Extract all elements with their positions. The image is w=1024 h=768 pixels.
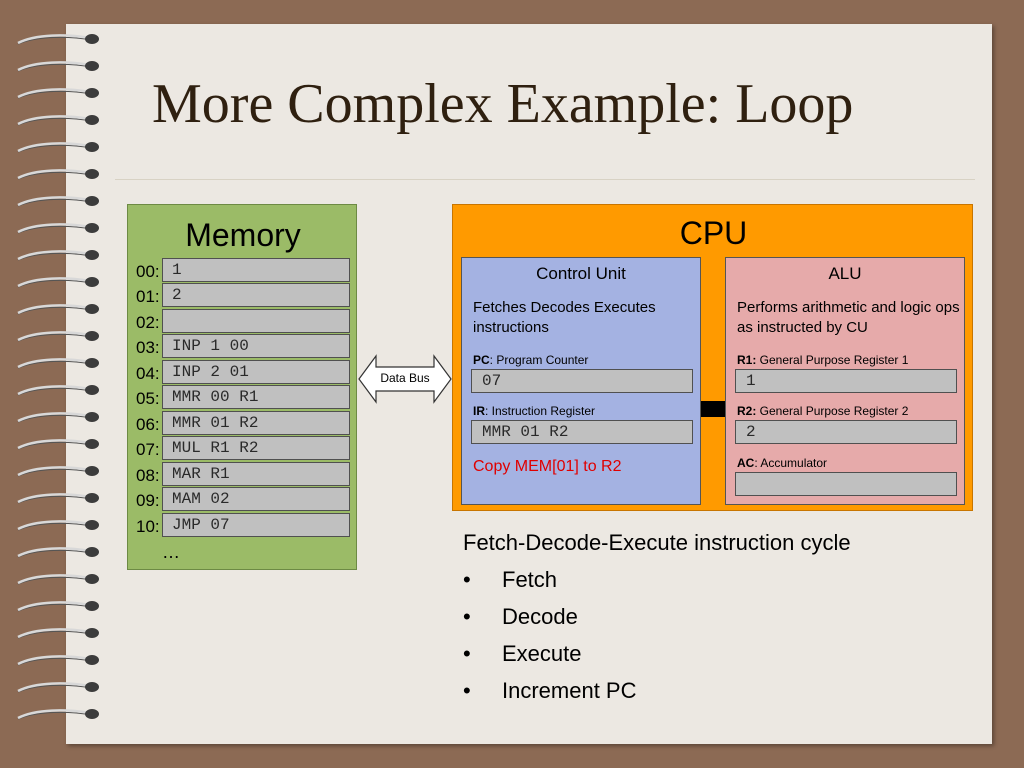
spiral-ring-icon: [17, 601, 99, 612]
ir-register: MMR 01 R2: [471, 420, 693, 444]
slide-title: More Complex Example: Loop: [152, 73, 854, 135]
spiral-ring-icon: [17, 61, 99, 72]
spiral-ring-icon: [17, 358, 99, 369]
memory-cell: [162, 309, 350, 333]
memory-address: 00:: [136, 262, 160, 281]
memory-cell: MAM 02: [162, 487, 350, 511]
r1-label: R1: General Purpose Register 1: [737, 353, 908, 367]
list-item-text: Execute: [502, 641, 582, 666]
memory-panel: Memory 00: 1 01: 2 02: 03: INP 1 00 04: …: [127, 204, 357, 570]
spiral-ring-icon: [17, 34, 99, 45]
spiral-ring-icon: [17, 520, 99, 531]
spiral-ring-icon: [17, 628, 99, 639]
spiral-ring-icon: [17, 439, 99, 450]
spiral-ring-icon: [17, 385, 99, 396]
memory-address: 03:: [136, 338, 160, 357]
spiral-ring-icon: [17, 169, 99, 180]
memory-cell: 2: [162, 283, 350, 307]
memory-address: 05:: [136, 389, 160, 408]
memory-cell: MMR 01 R2: [162, 411, 350, 435]
spiral-ring-icon: [17, 223, 99, 234]
spiral-ring-icon: [17, 115, 99, 126]
cpu-panel: CPU Control Unit Fetches Decodes Execute…: [452, 204, 973, 511]
data-bus-label: Data Bus: [380, 371, 430, 385]
memory-cell: MAR R1: [162, 462, 350, 486]
alu-description: Performs arithmetic and logic ops as ins…: [737, 299, 960, 336]
spiral-ring-icon: [17, 277, 99, 288]
bullet: •: [463, 641, 471, 666]
spiral-ring-icon: [17, 493, 99, 504]
r1-abbr: R1:: [737, 353, 757, 367]
alu-unit: ALU Performs arithmetic and logic ops as…: [725, 257, 965, 505]
r2-abbr: R2:: [737, 404, 757, 418]
spiral-ring-icon: [17, 655, 99, 666]
r1-label-text: General Purpose Register 1: [756, 353, 909, 367]
memory-address: 04:: [136, 364, 160, 383]
current-instruction-note: Copy MEM[01] to R2: [473, 458, 622, 475]
r2-register: 2: [735, 420, 957, 444]
memory-address: 01:: [136, 287, 160, 306]
pc-label-text: : Program Counter: [489, 353, 589, 367]
memory-title: Memory: [185, 217, 301, 253]
spiral-ring-icon: [17, 547, 99, 558]
spiral-ring-icon: [17, 88, 99, 99]
ir-abbr: IR: [473, 404, 485, 418]
r2-label: R2: General Purpose Register 2: [737, 404, 908, 418]
control-unit-title: Control Unit: [536, 264, 626, 283]
ac-register: [735, 472, 957, 496]
spiral-ring-icon: [17, 682, 99, 693]
memory-cell: INP 2 01: [162, 360, 350, 384]
title-divider: [115, 179, 975, 180]
ac-abbr: AC: [737, 456, 755, 470]
memory-cell: INP 1 00: [162, 334, 350, 358]
spiral-ring-icon: [17, 304, 99, 315]
memory-address: 09:: [136, 491, 160, 510]
ac-label-text: : Accumulator: [754, 456, 828, 470]
spiral-ring-icon: [17, 331, 99, 342]
memory-cell: MUL R1 R2: [162, 436, 350, 460]
spiral-ring-icon: [17, 142, 99, 153]
control-unit: Control Unit Fetches Decodes Executes in…: [461, 257, 701, 505]
bullet: •: [463, 604, 471, 629]
spiral-ring-icon: [17, 412, 99, 423]
ac-label: AC: Accumulator: [737, 456, 827, 470]
memory-address: 06:: [136, 415, 160, 434]
spiral-ring-icon: [17, 466, 99, 477]
cu-alu-connector: [701, 401, 725, 417]
memory-ellipsis: …: [162, 542, 180, 562]
pc-register: 07: [471, 369, 693, 393]
ir-label: IR: Instruction Register: [473, 404, 595, 418]
r1-register: 1: [735, 369, 957, 393]
memory-address: 02:: [136, 313, 160, 332]
bullet: •: [463, 567, 471, 592]
double-arrow-icon: [358, 354, 452, 404]
r2-label-text: General Purpose Register 2: [756, 404, 909, 418]
bullet: •: [463, 678, 471, 703]
memory-cell: JMP 07: [162, 513, 350, 537]
memory-address: 07:: [136, 440, 160, 459]
control-unit-description: Fetches Decodes Executes instructions: [473, 299, 656, 336]
spiral-ring-icon: [17, 574, 99, 585]
list-item-text: Increment PC: [502, 678, 637, 703]
memory-address: 08:: [136, 466, 160, 485]
list-item-text: Decode: [502, 604, 578, 629]
alu-title: ALU: [828, 264, 862, 283]
memory-cell: MMR 00 R1: [162, 385, 350, 409]
spiral-ring-icon: [17, 250, 99, 261]
list-item-text: Fetch: [502, 567, 558, 592]
cpu-title: CPU: [679, 215, 748, 251]
memory-address: 10:: [136, 517, 160, 536]
pc-label: PC: Program Counter: [473, 353, 588, 367]
spiral-ring-icon: [17, 709, 99, 720]
cycle-title: Fetch-Decode-Execute instruction cycle: [463, 530, 851, 555]
pc-abbr: PC: [473, 353, 490, 367]
memory-cell: 1: [162, 258, 350, 282]
ir-label-text: : Instruction Register: [485, 404, 596, 418]
spiral-ring-icon: [17, 196, 99, 207]
